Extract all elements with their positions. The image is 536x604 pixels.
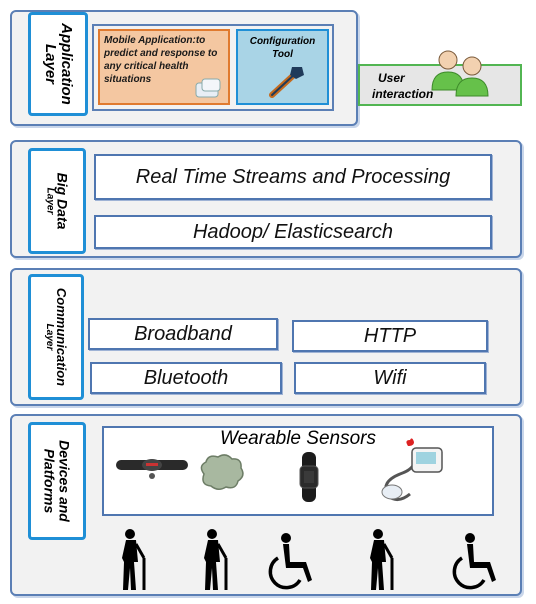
sensor-patch-icon [200,454,244,490]
bluetooth-box: Bluetooth [90,362,282,394]
wearable-sensors-title: Wearable Sensors [220,428,376,449]
big-data-layer-tag: Big Data Layer [28,148,86,254]
wifi-box: Wifi [294,362,486,394]
broadband-box: Broadband [88,318,278,350]
elderly-person-cane-icon [204,529,228,590]
elderly-person-cane-icon [370,529,394,590]
http-box: HTTP [292,320,488,352]
wheelchair-icon [452,533,496,590]
chest-strap-icon [116,459,188,479]
devices-layer-tag: Devices and Platforms [28,422,86,540]
user-interaction-label: User interaction [372,71,434,101]
application-layer-tag: Application Layer [28,12,88,116]
fitness-band-icon [299,452,319,502]
application-layer-label: Application Layer [42,23,75,105]
wrench-icon [269,67,304,98]
wheelchair-icon [268,533,312,590]
real-time-streams-box: Real Time Streams and Processing [94,154,492,200]
hadoop-box: Hadoop/ Elasticsearch [94,215,492,249]
phone-app-icon [195,78,221,98]
configuration-tool-box: Configuration Tool [236,29,329,105]
blood-pressure-monitor-icon [381,438,443,501]
mobile-application-text: Mobile Application:to predict and respon… [104,35,218,85]
elderly-person-cane-icon [122,529,146,590]
mobile-application-box: Mobile Application:to predict and respon… [98,29,230,105]
communication-layer-tag: Communication Layer [28,274,84,400]
users-icon [431,50,489,97]
